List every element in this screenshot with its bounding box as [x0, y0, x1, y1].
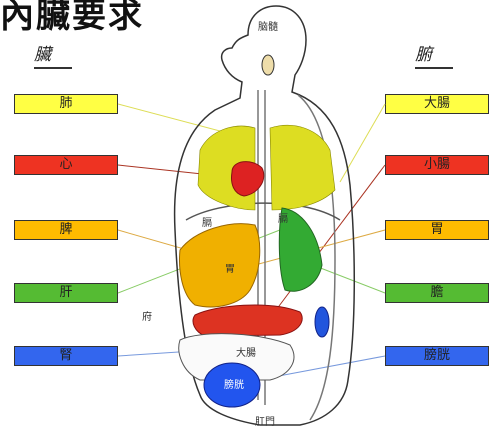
lungs	[198, 125, 335, 210]
kidney	[315, 307, 329, 337]
ear	[262, 55, 274, 75]
diaphragm-right-text: 膈	[278, 213, 288, 225]
bladder-inline-text: 膀胱	[224, 378, 244, 391]
lung-right	[270, 125, 335, 210]
side-text: 府	[142, 310, 152, 323]
head-top-text: 脑髓	[258, 20, 278, 33]
connector-large-intestine	[340, 104, 385, 182]
small-intestine	[193, 305, 302, 336]
diaphragm-left-text: 膈	[202, 217, 212, 229]
stomach-inline-text: 胃	[225, 263, 235, 275]
heart	[232, 162, 264, 196]
intestine-inline-text: 大腸	[236, 346, 256, 359]
bottom-text: 肛門	[255, 416, 275, 428]
stomach	[180, 224, 260, 307]
